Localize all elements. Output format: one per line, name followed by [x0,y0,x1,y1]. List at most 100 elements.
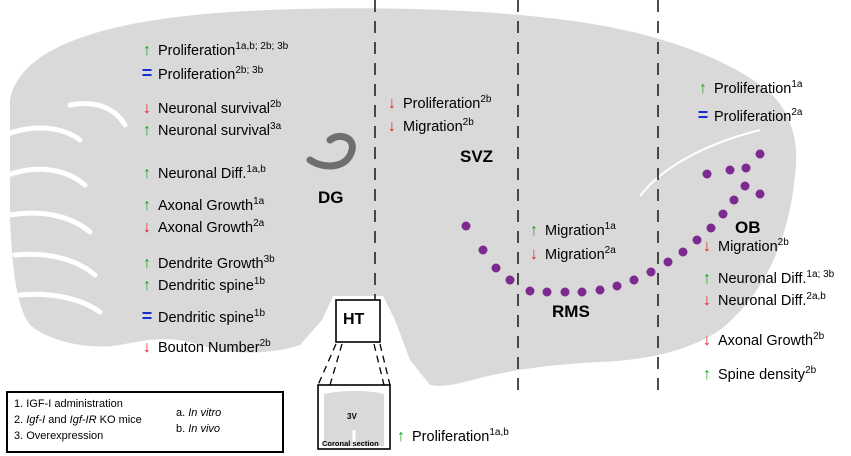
dg-curve [306,132,356,170]
ob-label: ↓ Axonal Growth2b [700,332,824,350]
legend-item-b-text: In vivo [188,423,221,435]
legend-item-2-suffix: KO mice [96,414,142,426]
equal-icon: = [141,63,153,83]
label-text: Neuronal Diff. [718,293,807,309]
label-superscript: 2b; 3b [235,65,264,76]
up-arrow-icon: ↑ [703,366,711,383]
label-text: Bouton Number [158,340,260,356]
down-arrow-icon: ↓ [703,238,711,255]
legend-item-3: 3. Overexpression [14,430,104,442]
ob-boundary [639,129,761,197]
dg-label: ↑Dendritic spine1b [140,277,265,295]
rms-label: ↓Migration2a [527,246,616,264]
label-text: Proliferation [403,96,481,112]
legend-item-a-prefix: a. [176,407,189,419]
dg-label: ↑ Neuronal Diff.1a,b [140,165,266,183]
down-arrow-icon: ↓ [530,246,538,263]
down-arrow-icon: ↓ [388,95,396,112]
label-text: Migration [718,239,778,255]
up-arrow-icon: ↑ [143,197,151,214]
label-text: Neuronal survival [158,123,271,139]
down-arrow-icon: ↓ [388,118,396,135]
ob-label: ↓Neuronal Diff.2a,b [700,292,826,310]
legend-item-2-prefix: 2. [14,414,27,426]
svz-region-label: SVZ [460,147,494,166]
label-superscript: 2b [777,237,789,248]
third-ventricle-label: 3V [347,412,357,421]
ob-label: ↑ Neuronal Diff.1a; 3b [700,270,834,288]
label-text: Axonal Growth [718,333,814,349]
label-superscript: 1a; 3b [806,269,835,280]
up-arrow-icon: ↑ [703,270,711,287]
label-superscript: 2b [270,99,282,110]
down-arrow-icon: ↓ [143,219,151,236]
up-arrow-icon: ↑ [530,222,538,239]
brain-silhouette [10,8,797,386]
up-arrow-icon: ↑ [143,255,151,272]
rms-region-label: RMS [552,302,590,321]
label-text: Proliferation [158,43,236,59]
legend-item-1: 1. IGF-I administration [14,398,123,410]
label-superscript: 3b [263,254,275,265]
label-text: Dendrite Growth [158,256,264,272]
legend-item-2-mid: and [45,414,70,426]
label-superscript: 2b [259,338,271,349]
label-text: Neuronal survival [158,101,271,117]
equal-icon: = [697,105,709,125]
svz-label: ↓ Migration2b [385,118,474,136]
label-text: Migration [403,119,463,135]
dg-label: =Dendritic spine1b [140,307,265,327]
label-superscript: 1b [253,276,266,287]
label-text: Proliferation [412,429,490,445]
label-superscript: 1a,b [246,164,266,175]
label-text: Neuronal Diff. [158,166,247,182]
rms-dots [461,149,765,297]
dg-label: ↑ Neuronal survival3a [140,122,281,140]
coronal-section-label: Coronal section [322,439,379,448]
label-superscript: 2a [253,218,265,229]
up-arrow-icon: ↑ [143,165,151,182]
up-arrow-icon: ↑ [397,428,405,445]
label-superscript: 1a [604,221,616,232]
ob-label: ↓ Migration2b [700,238,789,256]
label-superscript: 2b [813,331,825,342]
label-text: Proliferation [158,67,236,83]
label-superscript: 1a [253,196,265,207]
dg-label: ↑ Axonal Growth1a [140,197,264,215]
legend-item-2-igf1: Igf-I [26,414,46,426]
label-text: Proliferation [714,109,792,125]
ht-box [335,299,381,343]
legend-item-2: 2. Igf-I and Igf-IR KO mice [14,414,142,426]
label-superscript: 1a [791,79,803,90]
label-superscript: 1a,b; 2b; 3b [235,41,289,52]
label-text: Neuronal Diff. [718,271,807,287]
label-superscript: 1a,b [489,427,509,438]
down-arrow-icon: ↓ [143,100,151,117]
dg-label: ↓ Axonal Growth2a [140,219,264,237]
legend-item-b: b. In vivo [176,423,220,435]
label-superscript: 3a [270,121,282,132]
label-text: Axonal Growth [158,220,254,236]
ht-region-label: HT [343,311,365,328]
cerebellum-folds [2,101,128,315]
legend-item-a-text: In vitro [188,407,222,419]
coronal-section-shape [324,391,384,446]
down-arrow-icon: ↓ [703,332,711,349]
label-text: Axonal Growth [158,198,254,214]
label-superscript: 2b [480,94,492,105]
ht-label: ↑ Proliferation1a,b [394,428,509,446]
dg-label: ↓ Neuronal survival2b [140,100,281,118]
label-superscript: 2b [462,117,474,128]
label-superscript: 1b [253,308,266,319]
dg-region-label: DG [318,188,344,207]
label-superscript: 2a,b [806,291,826,302]
label-superscript: 2a [604,245,616,256]
down-arrow-icon: ↓ [143,339,151,356]
up-arrow-icon: ↑ [143,122,151,139]
label-superscript: 2b [805,365,817,376]
label-text: Proliferation [714,81,792,97]
ob-top-label: =Proliferation2a [696,106,803,126]
label-text: Migration [545,223,605,239]
label-text: Dendritic spine [158,278,254,294]
legend-item-2-igf1r: Igf-IR [69,414,97,426]
